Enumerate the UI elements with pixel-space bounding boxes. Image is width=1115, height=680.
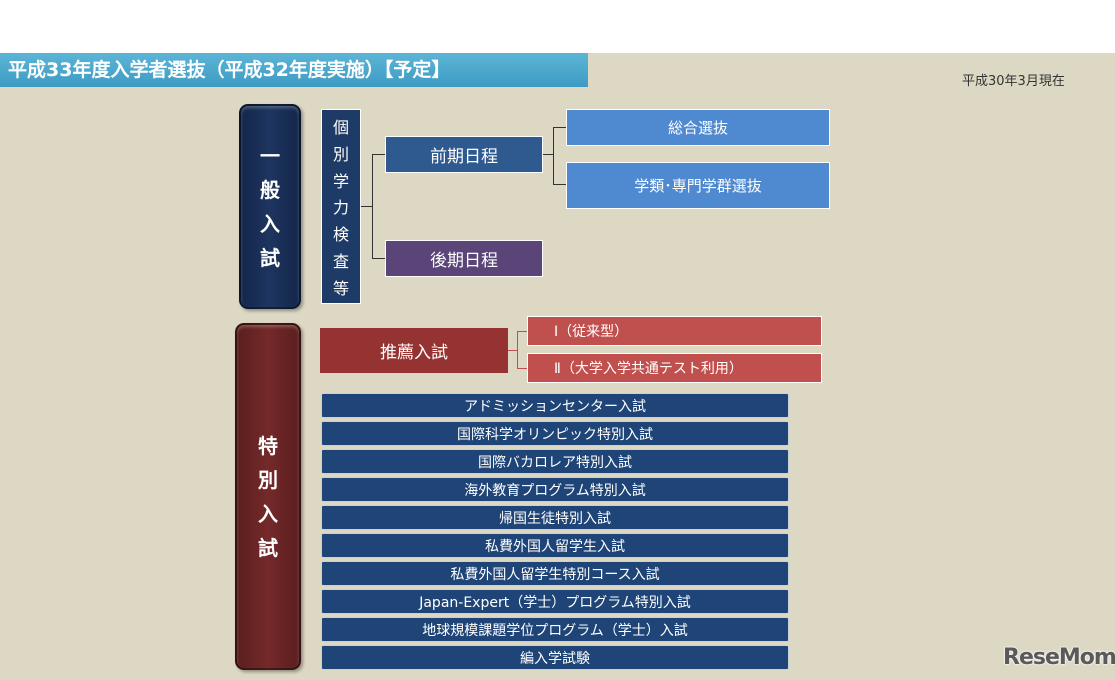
connector-line [543, 154, 554, 155]
special-exam-item: Japan-Expert（学士）プログラム特別入試 [321, 589, 789, 614]
connector-line [372, 258, 385, 259]
vertical-char: 力 [332, 198, 349, 218]
special-exam-item: 地球規模課題学位プログラム（学士）入試 [321, 617, 789, 642]
special-exam-item: 国際バカロレア特別入試 [321, 449, 789, 474]
connector-line [372, 154, 385, 155]
special-exam-item: 私費外国人留学生入試 [321, 533, 789, 558]
special-exam-item: 編入学試験 [321, 645, 789, 670]
connector-line [361, 206, 373, 207]
as-of-date: 平成30年3月現在 [962, 74, 1065, 89]
connector-line [517, 331, 518, 369]
pillar-char: 別 [258, 467, 278, 492]
vertical-char: 学 [332, 171, 349, 191]
vertical-char: 個 [332, 118, 349, 138]
pillar-char: 一 [260, 143, 280, 168]
resemom-logo: ReseMom [1003, 645, 1115, 670]
connector-line [553, 127, 554, 185]
pillar-char: 試 [260, 245, 280, 270]
college-selection-box: 学類･専門学群選抜 [566, 162, 830, 209]
special-exam-pillar: 特 別 入 試 [235, 323, 301, 670]
special-exam-item: アドミッションセンター入試 [321, 393, 789, 418]
individual-exam-box: 個 別 学 力 検 査 等 [321, 109, 361, 304]
connector-line [517, 331, 527, 332]
special-exam-item: 海外教育プログラム特別入試 [321, 477, 789, 502]
connector-line [553, 184, 566, 185]
special-exam-item: 帰国生徒特別入試 [321, 505, 789, 530]
general-exam-pillar: 一 般 入 試 [239, 104, 301, 309]
connector-line [372, 154, 373, 259]
recommendation-type-2-box: Ⅱ（大学入学共通テスト利用） [527, 353, 822, 383]
special-exam-list: アドミッションセンター入試 国際科学オリンピック特別入試 国際バカロレア特別入試… [321, 393, 789, 673]
vertical-char: 等 [332, 278, 349, 298]
connector-line [508, 350, 518, 351]
pillar-char: 入 [258, 501, 278, 526]
vertical-char: 別 [332, 145, 349, 165]
pillar-char: 入 [260, 211, 280, 236]
recommendation-exam-box: 推薦入試 [320, 328, 508, 373]
page-title: 平成33年度入学者選抜（平成32年度実施）【予定】 [0, 53, 588, 87]
connector-line [553, 127, 566, 128]
pillar-char: 般 [260, 177, 280, 202]
second-term-box: 後期日程 [385, 240, 543, 277]
special-exam-item: 国際科学オリンピック特別入試 [321, 421, 789, 446]
pillar-char: 試 [258, 535, 278, 560]
vertical-char: 検 [332, 225, 349, 245]
first-term-box: 前期日程 [385, 136, 543, 173]
special-exam-item: 私費外国人留学生特別コース入試 [321, 561, 789, 586]
comprehensive-selection-box: 総合選抜 [566, 109, 830, 146]
connector-line [517, 368, 527, 369]
pillar-char: 特 [258, 433, 278, 458]
vertical-char: 査 [332, 251, 349, 271]
recommendation-type-1-box: Ⅰ（従来型） [527, 316, 822, 346]
